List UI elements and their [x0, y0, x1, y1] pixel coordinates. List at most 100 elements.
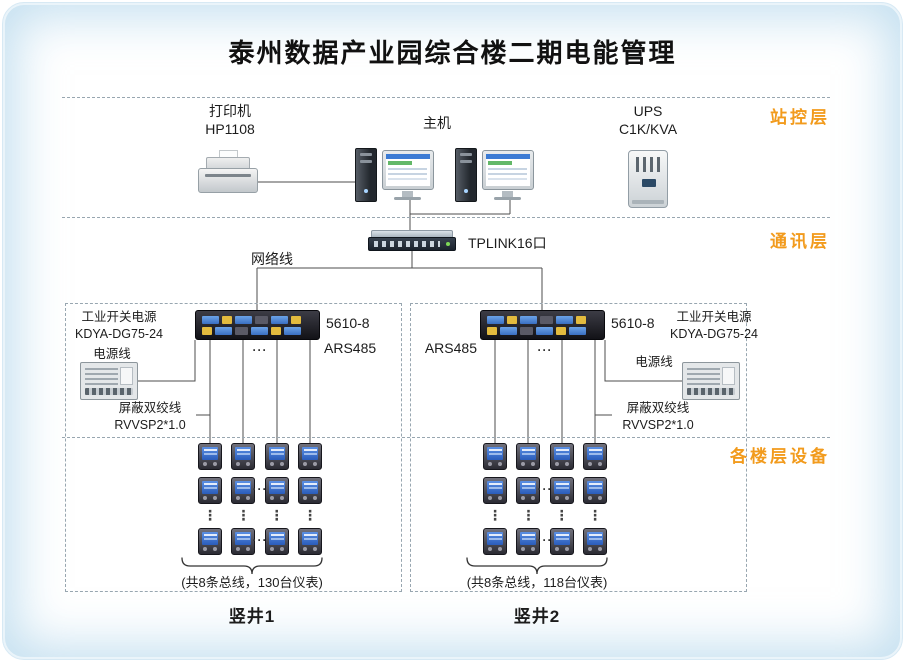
shaft1-meter-row-2 — [198, 477, 322, 504]
psu-terminals — [85, 388, 133, 395]
power-meter-icon — [198, 477, 222, 504]
power-meter-icon — [516, 477, 541, 504]
meter-buttons — [203, 496, 217, 500]
rack-label-chip — [271, 326, 281, 335]
screen-header — [486, 154, 530, 159]
power-meter-icon — [549, 477, 574, 504]
rack-label-chip — [222, 315, 232, 324]
meter-button — [587, 547, 592, 551]
tower-slot — [360, 153, 372, 156]
power-meter-icon — [198, 528, 222, 555]
meter-screen — [553, 532, 570, 545]
power-meter-icon — [549, 443, 574, 470]
meter-button — [531, 462, 536, 466]
meter-screen — [301, 447, 318, 460]
pc-monitor — [482, 150, 534, 190]
shaft1-underbrace — [181, 557, 323, 575]
rack-label-chip — [487, 326, 497, 335]
meter-button — [312, 547, 317, 551]
meter-screen — [586, 481, 603, 494]
meter-screen — [235, 481, 252, 494]
shaft1-bus-ellipsis: ··· — [252, 343, 268, 357]
rack-row — [202, 315, 313, 324]
meter-button — [554, 462, 559, 466]
rack-module-chip — [235, 326, 248, 335]
meter-buttons — [236, 547, 251, 551]
shaft2-bus-ellipsis: ··· — [537, 343, 553, 357]
meter-button — [312, 496, 317, 500]
meter-button — [203, 496, 207, 500]
meter-button — [498, 462, 502, 466]
rack-meter-chip — [536, 326, 553, 335]
vertical-ellipsis: ⋮ — [203, 507, 217, 523]
rack-meter-chip — [487, 315, 504, 324]
tower-slot — [360, 160, 372, 163]
psu-vents — [687, 367, 720, 385]
shaft2-vertical-ellipsis-row: ⋮ ⋮⋮⋮ — [483, 505, 607, 525]
meter-buttons — [488, 496, 502, 500]
shaft2-power-wire — [604, 340, 682, 382]
shaft2-meter-row-2 — [483, 477, 607, 504]
meter-button — [597, 547, 602, 551]
vertical-ellipsis: ⋮ — [587, 507, 602, 523]
shaft2-meter-row-1 — [483, 443, 607, 470]
meter-screen — [268, 481, 285, 494]
printer-label: 打印机 HP1108 — [185, 102, 275, 138]
power-meter-icon — [516, 528, 541, 555]
rack-meter-chip — [215, 326, 232, 335]
psu-side-panel — [722, 367, 735, 385]
meter-button — [246, 496, 251, 500]
meter-buttons — [488, 462, 502, 466]
screen-lines — [388, 168, 427, 170]
shaft1-name: 竖井1 — [228, 607, 276, 626]
ups-model: C1K/KVA — [618, 121, 678, 137]
meter-buttons — [587, 462, 602, 466]
meter-screen — [586, 532, 603, 545]
floor-devices-layer-label: 各楼层设备 — [730, 447, 830, 466]
separator-floor-devices — [62, 437, 830, 438]
meter-button — [302, 496, 307, 500]
monitor-stand — [502, 191, 513, 197]
switch-led — [446, 242, 450, 246]
meter-buttons — [269, 547, 284, 551]
ups-display — [642, 179, 656, 187]
pc-screen — [486, 154, 530, 186]
shaft2-gateway-icon — [480, 310, 605, 340]
meter-button — [488, 462, 492, 466]
pc-screen — [386, 154, 430, 186]
shaft1-group-box — [65, 303, 402, 592]
power-meter-icon — [264, 477, 289, 504]
meter-button — [203, 547, 207, 551]
tower-power-led — [464, 189, 468, 193]
meter-buttons — [521, 462, 536, 466]
shaft2-row2-ellipsis: ··· — [537, 482, 553, 496]
workstation-1-icon — [355, 146, 435, 204]
shaft1-summary: (共8条总线，130台仪表) — [181, 575, 323, 590]
meter-button — [236, 547, 241, 551]
rack-meter-chip — [556, 315, 573, 324]
meter-button — [302, 462, 307, 466]
vertical-ellipsis: ⋮ — [488, 507, 502, 523]
shaft1-power-wire — [138, 340, 196, 382]
shaft2-summary: (共8条总线，118台仪表) — [466, 575, 608, 590]
power-meter-icon — [264, 443, 289, 470]
cable-model: RVVSP2*1.0 — [114, 418, 186, 432]
pc-tower — [355, 148, 377, 202]
pc-tower — [455, 148, 477, 202]
meter-button — [564, 462, 569, 466]
vertical-ellipsis: ⋮ — [269, 507, 284, 523]
rack-row — [487, 315, 598, 324]
meter-button — [236, 462, 241, 466]
host-label: 主机 — [423, 115, 451, 131]
meter-button — [279, 547, 284, 551]
rack-label-chip — [507, 315, 517, 324]
power-meter-icon — [297, 443, 322, 470]
power-meter-icon — [297, 477, 322, 504]
meter-screen — [487, 532, 503, 545]
ups-name: UPS — [633, 103, 663, 119]
shaft1-power-cable-label: 电源线 — [93, 347, 131, 361]
meter-button — [213, 547, 217, 551]
meter-button — [269, 547, 274, 551]
shaft2-cable-label: 屏蔽双绞线 RVVSP2*1.0 — [612, 400, 704, 434]
